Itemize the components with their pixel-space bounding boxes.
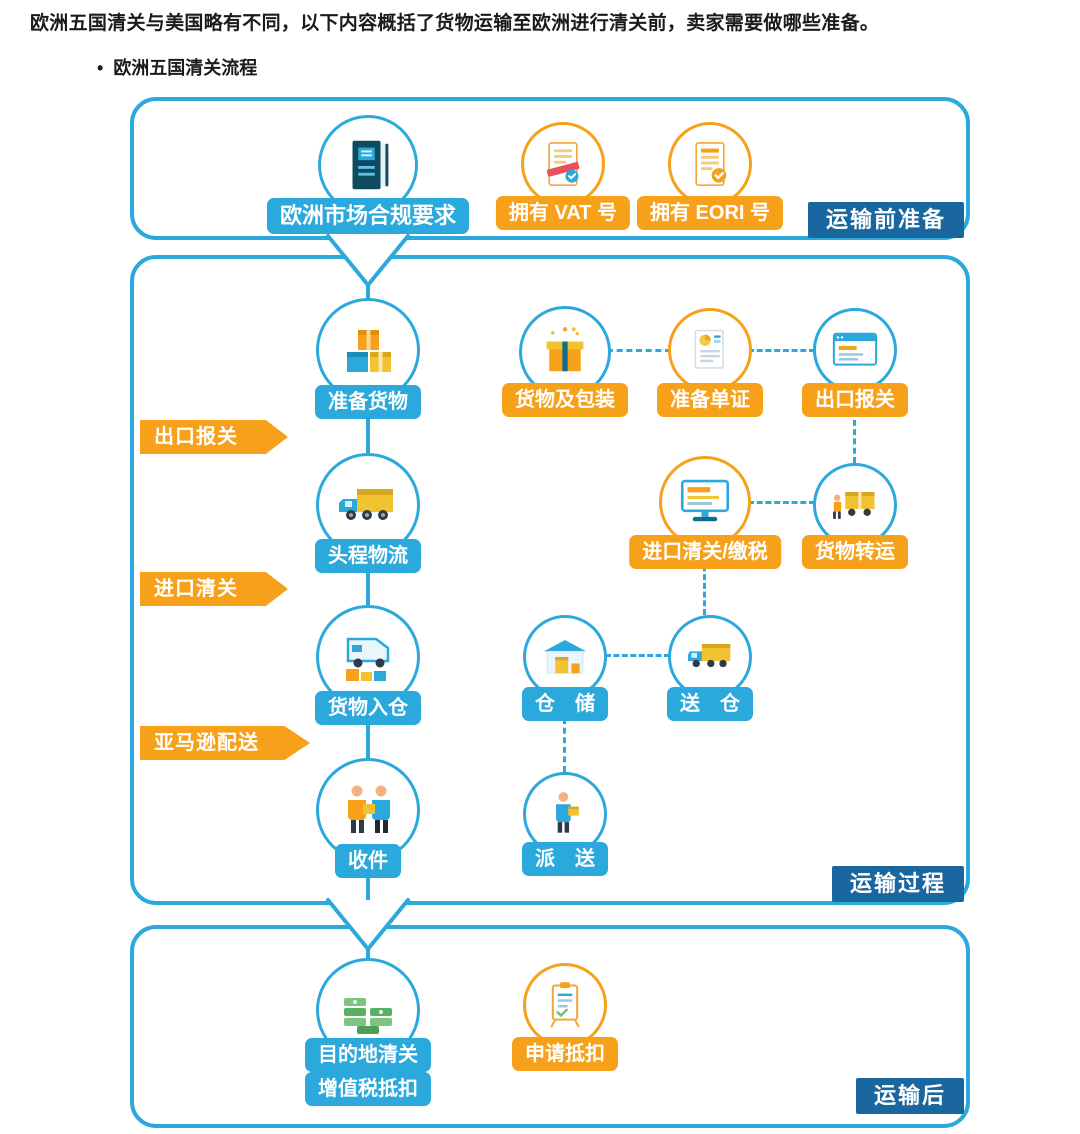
eori-label: 拥有 EORI 号 xyxy=(636,196,784,230)
first-leg-label: 头程物流 xyxy=(315,539,421,573)
warehouse-icon xyxy=(543,639,587,674)
main-flow-line-post xyxy=(366,947,370,962)
transfer-label: 货物转运 xyxy=(802,535,908,569)
vat-label: 拥有 VAT 号 xyxy=(495,196,631,230)
import-clear-label: 进口清关/缴税 xyxy=(629,535,781,569)
bullet-glyph: • xyxy=(97,58,104,78)
step-arrow-import: 进口清关 xyxy=(140,572,288,606)
stage-tag-pre: 运输前准备 xyxy=(807,202,964,238)
section-connector-chevron-1 xyxy=(326,234,410,287)
step-arrow-export: 出口报关 xyxy=(140,420,288,454)
destination-label-line2: 增值税抵扣 xyxy=(305,1072,431,1106)
compliance-label: 欧洲市场合规要求 xyxy=(266,198,470,234)
van-and-boxes-icon xyxy=(346,637,390,681)
destination-label-line1: 目的地清关 xyxy=(305,1038,431,1072)
receive-label: 收件 xyxy=(335,844,401,878)
transfer-truck-icon xyxy=(833,492,875,519)
claim-node xyxy=(523,963,607,1047)
export-declare-node xyxy=(813,308,897,392)
book-icon xyxy=(352,140,389,190)
inbound-label: 货物入仓 xyxy=(315,691,421,725)
courier-icon xyxy=(556,792,579,833)
section-connector-chevron-2 xyxy=(326,898,410,951)
dash-storage-delivery xyxy=(563,699,566,772)
dash-import-towarehouse xyxy=(703,548,706,615)
claim-label: 申请抵扣 xyxy=(512,1037,618,1071)
bullet-text: 欧洲五国清关流程 xyxy=(113,58,258,78)
eori-document-icon xyxy=(695,142,727,186)
stage-tag-transit: 运输过程 xyxy=(831,866,964,902)
intro-heading: 欧洲五国清关与美国略有不同，以下内容概括了货物运输至欧洲进行清关前，卖家需要做哪… xyxy=(30,13,880,34)
browser-window-icon xyxy=(832,332,878,366)
dash-storage-towarehouse xyxy=(605,654,670,657)
money-stacks-icon xyxy=(344,998,392,1034)
prepare-goods-label: 准备货物 xyxy=(315,385,421,419)
dash-documents-export xyxy=(748,349,815,352)
dash-import-transfer xyxy=(748,501,815,504)
packaging-node xyxy=(519,306,611,398)
packaging-label: 货物及包装 xyxy=(502,383,628,417)
package-icon xyxy=(546,326,584,372)
eori-node xyxy=(668,122,752,206)
main-flow-line xyxy=(366,286,370,904)
stage-tag-post: 运输后 xyxy=(855,1078,964,1114)
to-warehouse-label: 送 仓 xyxy=(667,687,753,721)
export-declare-label: 出口报关 xyxy=(802,383,908,417)
vat-document-icon xyxy=(546,142,580,186)
vat-node xyxy=(521,122,605,206)
post-shipping-section xyxy=(130,925,970,1128)
stacked-boxes-icon xyxy=(347,330,391,372)
dash-packaging-documents xyxy=(607,349,671,352)
pre-shipping-section xyxy=(130,97,970,240)
to-warehouse-node xyxy=(668,615,752,699)
storage-label: 仓 储 xyxy=(522,687,608,721)
documents-label: 准备单证 xyxy=(657,383,763,417)
dash-export-transfer xyxy=(853,392,856,463)
cargo-truck-icon xyxy=(339,489,393,520)
step-arrow-amazon: 亚马逊配送 xyxy=(140,726,310,760)
bullet-item: • 欧洲五国清关流程 xyxy=(97,54,257,80)
document-chart-icon xyxy=(694,329,724,369)
handover-people-icon xyxy=(348,785,390,833)
delivery-truck-icon xyxy=(688,644,731,668)
transit-section xyxy=(130,255,970,905)
delivery-label: 派 送 xyxy=(522,842,608,876)
monitor-icon xyxy=(680,479,730,522)
documents-node xyxy=(668,308,752,392)
prepare-goods-node xyxy=(316,298,420,402)
claim-board-icon xyxy=(550,982,580,1028)
